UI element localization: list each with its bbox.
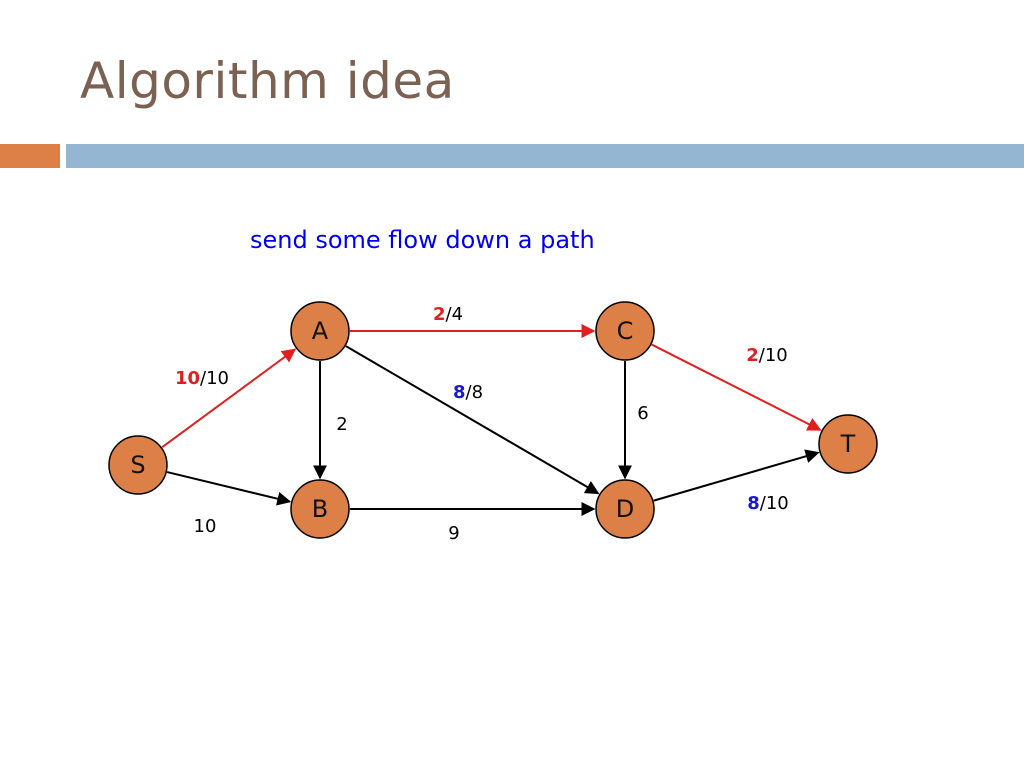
edge-a-d	[345, 345, 600, 495]
edge-flow-value: 10	[175, 368, 200, 389]
edge-label-c-d: 6	[637, 403, 648, 424]
node-label: S	[130, 451, 145, 479]
edge-s-a	[161, 348, 297, 449]
node-t: T	[818, 414, 878, 474]
edge-label-b-d: 9	[448, 523, 459, 544]
edge-s-b	[166, 471, 292, 506]
node-circle	[290, 479, 350, 539]
slide-subtitle: send some flow down a path	[250, 226, 595, 254]
slide-title: Algorithm idea	[80, 52, 455, 110]
edge-label-a-c: 2/4	[433, 304, 463, 325]
node-label: D	[616, 495, 634, 523]
node-circle	[818, 414, 878, 474]
edge-capacity-value: 4	[452, 304, 463, 325]
edge-label-a-b: 2	[336, 414, 347, 435]
node-d: D	[595, 479, 655, 539]
edge-capacity-value: 10	[194, 516, 217, 537]
node-label: C	[617, 317, 634, 345]
node-circle	[595, 301, 655, 361]
edge-label-c-t: 2/10	[746, 345, 788, 366]
edge-capacity-value: 10	[206, 368, 229, 389]
node-circle	[595, 479, 655, 539]
edge-flow-value: 2	[746, 345, 759, 366]
edge-d-t	[653, 449, 820, 502]
edge-label-s-a: 10/10	[175, 368, 229, 389]
node-c: C	[595, 301, 655, 361]
node-label: B	[312, 495, 328, 523]
accent-bar-blue	[66, 144, 1024, 168]
edge-label-d-t: 8/10	[747, 493, 789, 514]
node-label: T	[840, 430, 856, 458]
edge-capacity-value: 2	[336, 414, 347, 435]
edge-capacity-value: 6	[637, 403, 648, 424]
edge-label-a-d: 8/8	[453, 382, 483, 403]
edge-flow-value: 8	[453, 382, 466, 403]
edge-capacity-value: 8	[472, 382, 483, 403]
edge-capacity-value: 10	[765, 345, 788, 366]
node-s: S	[108, 435, 168, 495]
node-circle	[108, 435, 168, 495]
accent-bar-orange	[0, 144, 60, 168]
node-label: A	[312, 317, 329, 345]
node-circle	[290, 301, 350, 361]
edge-label-s-b: 10	[194, 516, 217, 537]
edge-flow-value: 8	[747, 493, 760, 514]
edge-c-t	[651, 343, 822, 431]
node-a: A	[290, 301, 350, 361]
edge-capacity-value: 9	[448, 523, 459, 544]
node-b: B	[290, 479, 350, 539]
edge-capacity-value: 10	[766, 493, 789, 514]
edge-flow-value: 2	[433, 304, 446, 325]
